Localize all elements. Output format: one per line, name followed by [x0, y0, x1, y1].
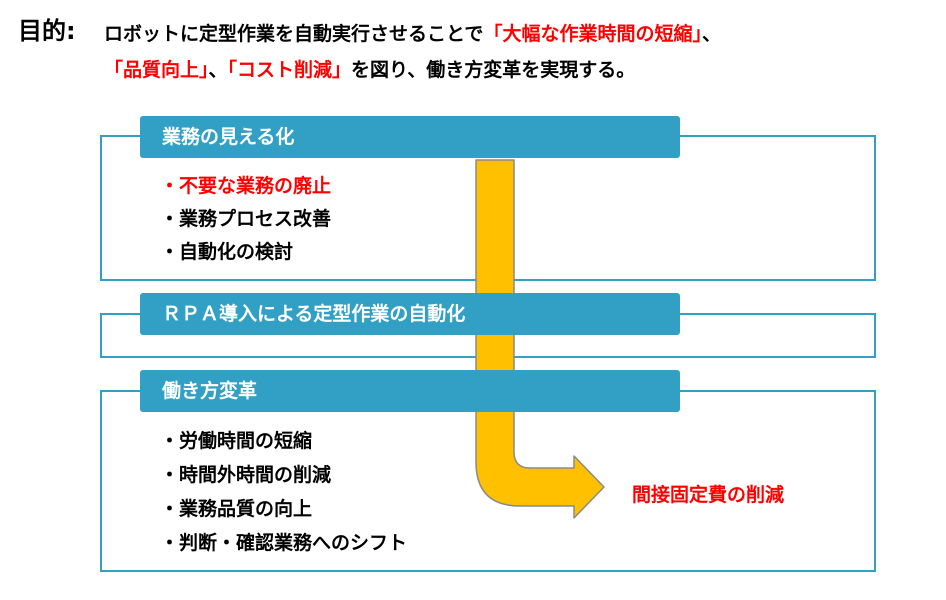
list-item: ・労働時間の短縮: [160, 430, 313, 452]
purpose-text: 、: [701, 23, 721, 45]
list-item: ・判断・確認業務へのシフト: [160, 532, 408, 554]
purpose-text: 、: [208, 59, 228, 81]
flow-arrow-shape: [475, 159, 605, 519]
work-style-item-list: ・労働時間の短縮 ・時間外時間の削減 ・業務品質の向上 ・判断・確認業務へのシフ…: [160, 424, 407, 560]
section-title-rpa: ＲＰＡ導入による定型作業の自動化: [140, 293, 680, 335]
section-title-work-style: 働き方変革: [140, 370, 680, 412]
list-item: ・業務プロセス改善: [160, 208, 332, 230]
purpose-highlight: 「大幅な作業時間の短縮」: [483, 23, 702, 45]
list-item: ・時間外時間の削減: [160, 464, 332, 486]
purpose-line-2: 「品質向上」、「コスト削減」を図り、働き方変革を実現する。: [104, 56, 635, 84]
list-item: ・自動化の検討: [160, 241, 294, 263]
result-label: 間接固定費の削減: [632, 484, 785, 506]
purpose-label: 目的:: [18, 17, 76, 45]
list-item: ・不要な業務の廃止: [160, 175, 332, 197]
purpose-text: を図り、働き方変革を実現する。: [351, 59, 636, 81]
section-title-visualization: 業務の見える化: [140, 116, 680, 158]
purpose-highlight: 「コスト削減」: [227, 59, 352, 81]
purpose-highlight: 「品質向上」: [104, 59, 209, 81]
purpose-text: ロボットに定型作業を自動実行させることで: [104, 23, 484, 45]
purpose-line-1: ロボットに定型作業を自動実行させることで「大幅な作業時間の短縮」、: [104, 20, 721, 48]
visualization-item-list: ・不要な業務の廃止 ・業務プロセス改善 ・自動化の検討: [160, 170, 331, 269]
list-item: ・業務品質の向上: [160, 498, 313, 520]
